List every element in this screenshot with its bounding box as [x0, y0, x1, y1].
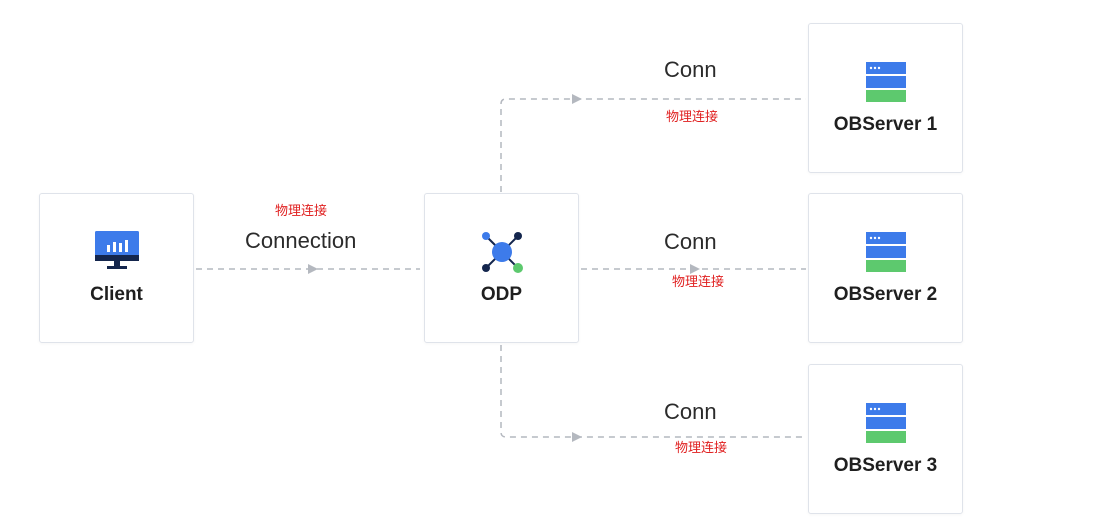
- network-hub-icon: [480, 230, 524, 279]
- arrow-odp-server-2: [690, 264, 700, 274]
- observer-1-label: OBServer 1: [833, 114, 938, 135]
- edge-odp-server-2-label: Conn: [664, 229, 717, 254]
- odp-node[interactable]: ODP: [424, 193, 579, 343]
- edge-client-odp-label: Connection: [245, 228, 357, 253]
- observer-2-label: OBServer 2: [833, 284, 938, 305]
- observer-3-node[interactable]: OBServer 3: [808, 364, 963, 514]
- client-node[interactable]: Client: [39, 193, 194, 343]
- monitor-chart-icon: [94, 230, 140, 277]
- server-stack-icon: [865, 403, 906, 448]
- edge-odp-server-1-label: Conn: [664, 57, 717, 82]
- arrow-odp-server-3: [572, 432, 582, 442]
- edge-odp-server-1: [500, 98, 806, 192]
- edge-odp-server-3-sublabel: 物理连接: [675, 441, 728, 456]
- server-stack-icon: [865, 232, 906, 277]
- server-stack-icon: [865, 62, 906, 107]
- edge-odp-server-3: [500, 345, 806, 438]
- edge-client-odp-sublabel: 物理连接: [275, 204, 328, 219]
- observer-3-label: OBServer 3: [833, 455, 938, 476]
- observer-2-node[interactable]: OBServer 2: [808, 193, 963, 343]
- edge-odp-server-1-sublabel: 物理连接: [666, 110, 719, 125]
- odp-label: ODP: [480, 284, 523, 305]
- client-label: Client: [90, 284, 143, 305]
- arrow-client-odp: [308, 264, 318, 274]
- edge-odp-server-2-sublabel: 物理连接: [672, 275, 725, 290]
- observer-1-node[interactable]: OBServer 1: [808, 23, 963, 173]
- arrow-odp-server-1: [572, 94, 582, 104]
- edge-odp-server-3-label: Conn: [664, 399, 717, 424]
